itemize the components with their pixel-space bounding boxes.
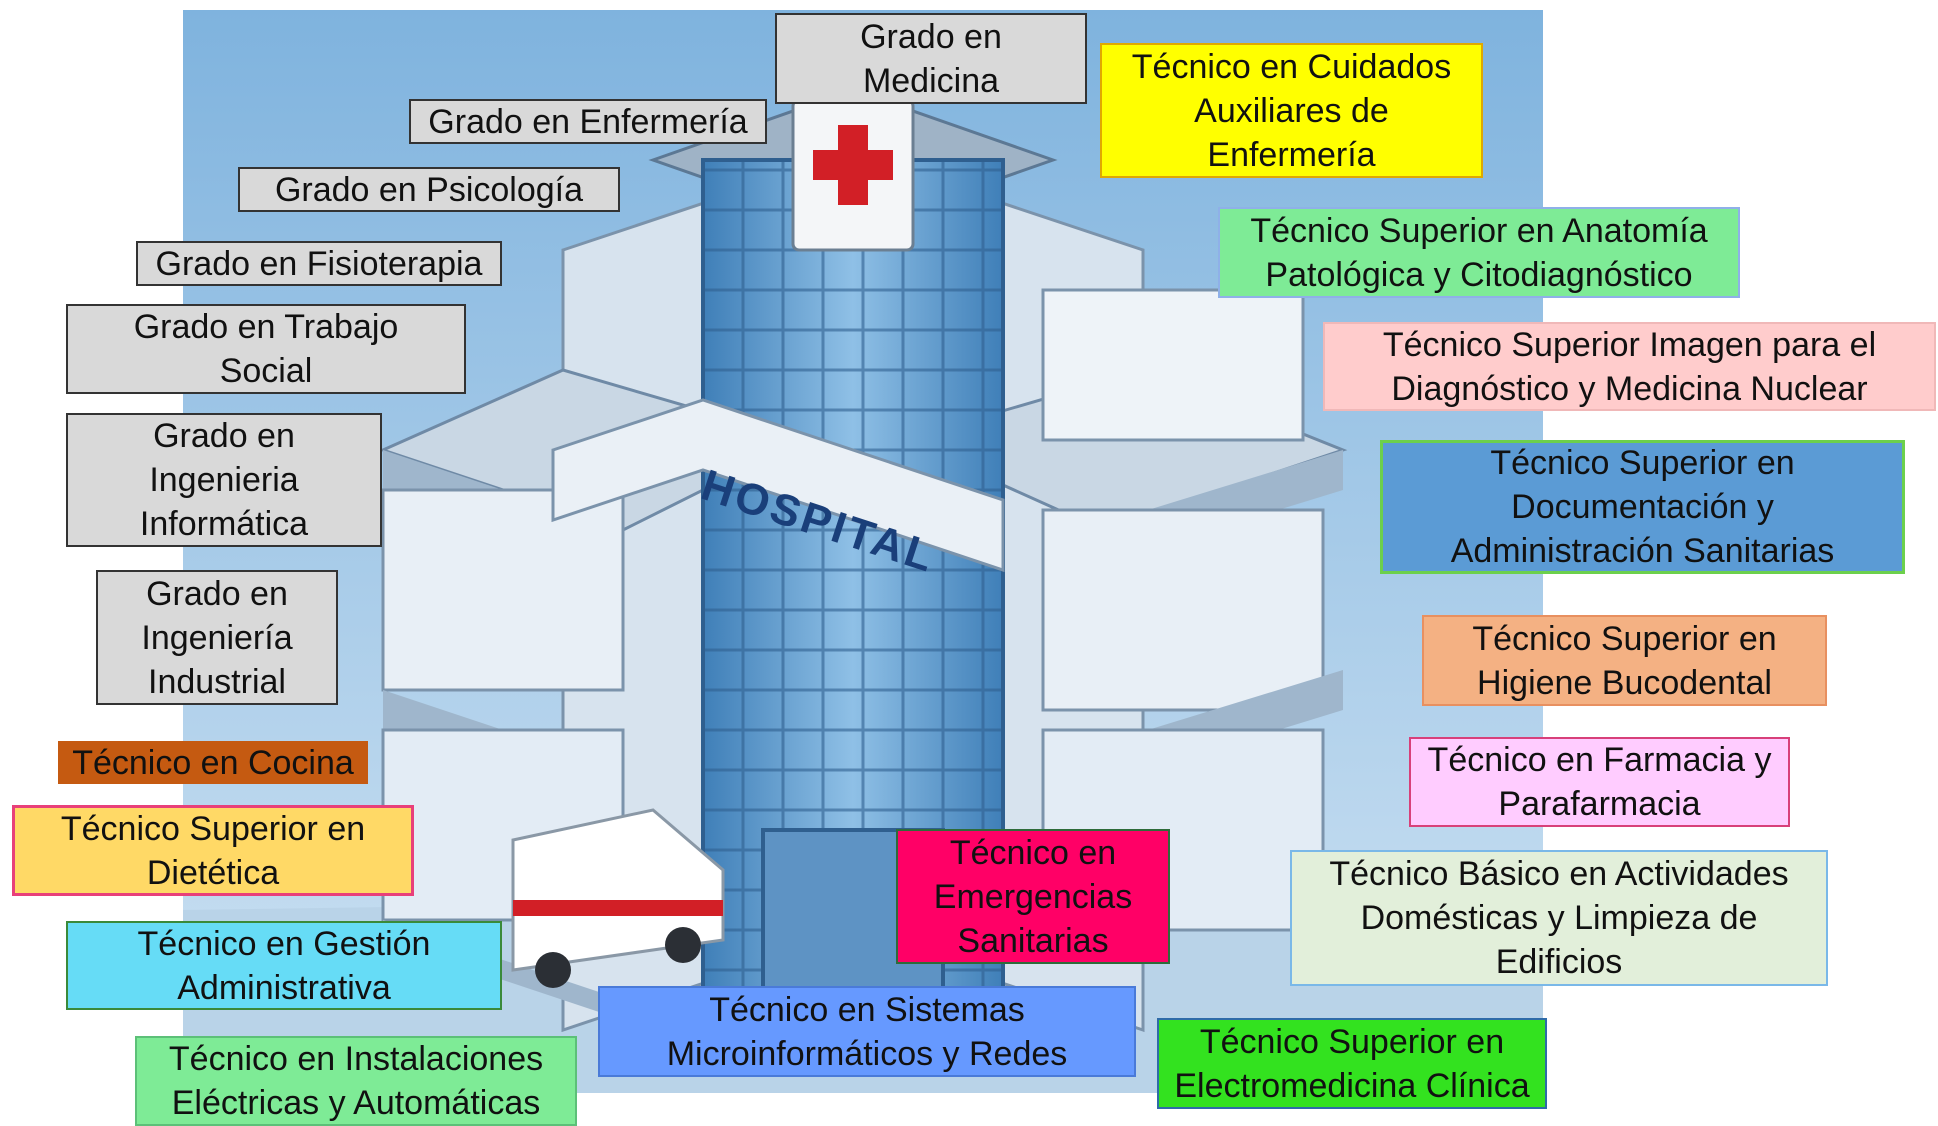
label-tec-electromedicina: Técnico Superior en Electromedicina Clín… [1157,1018,1547,1109]
ambulance [511,808,725,988]
label-tec-instalaciones: Técnico en Instalaciones Eléctricas y Au… [135,1036,577,1126]
label-grado-industrial: Grado en Ingeniería Industrial [96,570,338,705]
label-tec-gestion: Técnico en Gestión Administrativa [66,921,502,1010]
label-grado-fisioterapia: Grado en Fisioterapia [136,241,502,286]
label-grado-psicologia: Grado en Psicología [238,167,620,212]
label-tec-basico: Técnico Básico en Actividades Domésticas… [1290,850,1828,986]
label-tec-higiene: Técnico Superior en Higiene Bucodental [1422,615,1827,706]
label-grado-trabajo-social: Grado en Trabajo Social [66,304,466,394]
hospital-illustration: HOSPITAL [183,10,1543,1093]
left-wing [378,187,808,1033]
label-grado-informatica: Grado en Ingenieria Informática [66,413,382,547]
label-tec-sistemas: Técnico en Sistemas Microinformáticos y … [598,986,1136,1077]
label-tec-dietetica: Técnico Superior en Dietética [12,805,414,896]
right-wing [898,187,1348,1033]
cross-icon [813,125,893,205]
label-tec-farmacia: Técnico en Farmacia y Parafarmacia [1409,737,1790,827]
label-grado-medicina: Grado en Medicina [775,13,1087,104]
label-tec-anatomia: Técnico Superior en Anatomía Patológica … [1218,207,1740,298]
label-tec-cocina: Técnico en Cocina [58,741,368,784]
label-tec-cuidados: Técnico en Cuidados Auxiliares de Enferm… [1100,43,1483,178]
label-tec-documentacion: Técnico Superior en Documentación y Admi… [1380,440,1905,574]
label-grado-enfermeria: Grado en Enfermería [409,99,767,144]
label-tec-emergencias: Técnico en Emergencias Sanitarias [896,829,1170,964]
label-tec-imagen: Técnico Superior Imagen para el Diagnóst… [1323,322,1936,411]
